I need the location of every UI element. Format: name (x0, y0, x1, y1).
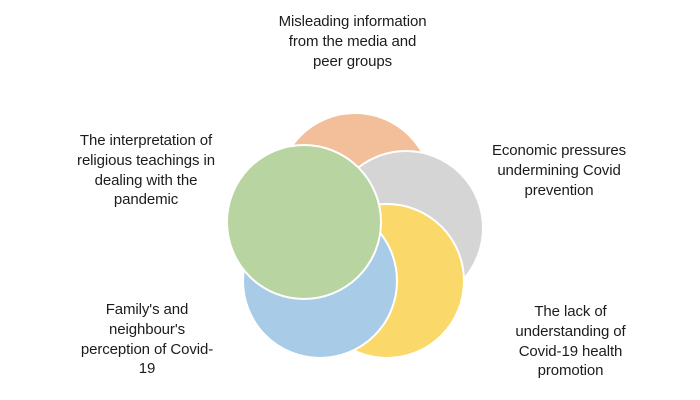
venn-label-religious-teachings: The interpretation of religious teaching… (77, 132, 215, 209)
venn-label-family-neighbour-perception: Family's and neighbour's perception of C… (80, 301, 214, 378)
venn-label-economic-pressures: Economic pressures undermining Covid pre… (491, 142, 627, 199)
venn-label-misleading-information: Misleading information from the media an… (278, 13, 427, 70)
venn-label-lack-of-understanding: The lack of understanding of Covid-19 he… (515, 303, 626, 380)
venn-circle-left (226, 144, 382, 300)
